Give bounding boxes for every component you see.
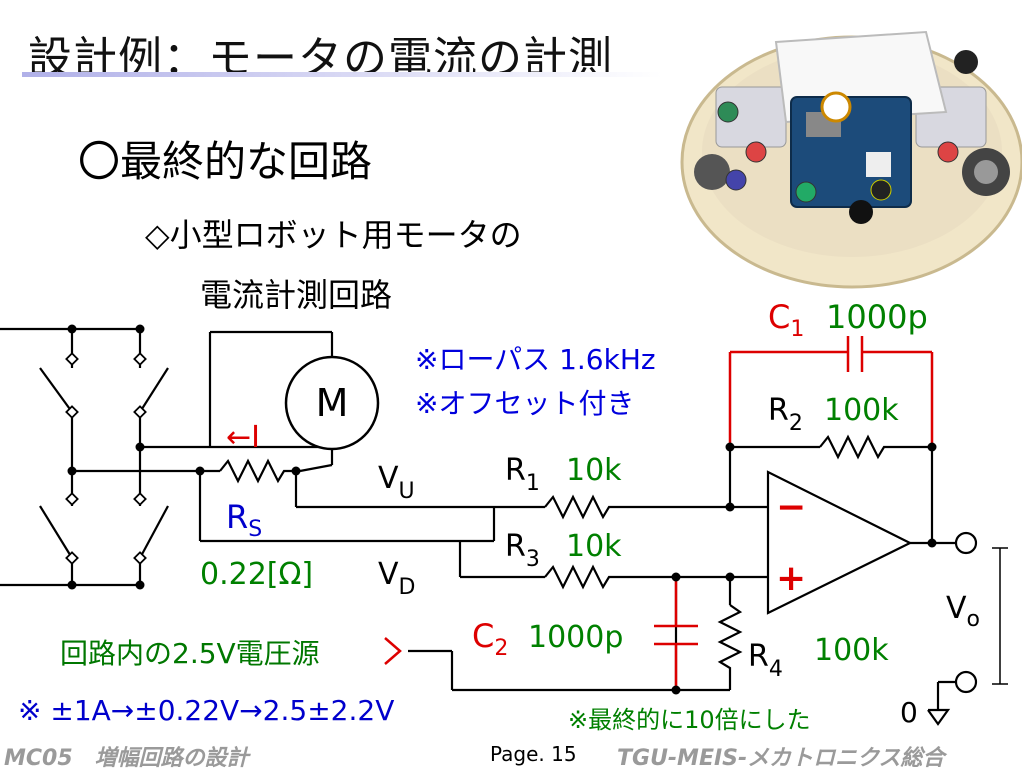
internal-source-label: 回路内の2.5V電圧源 <box>60 637 320 670</box>
junction-dots <box>67 324 937 695</box>
subheading-line-1: ◇小型ロボット用モータの <box>145 216 522 254</box>
footer-organization: TGU-MEIS-メカトロニクス総合 <box>617 746 945 771</box>
c2-value: 1000p <box>528 620 623 655</box>
ground-label: 0 <box>900 696 918 729</box>
switch-contacts <box>65 352 147 565</box>
current-label: ←I <box>226 420 260 455</box>
robot-photo <box>676 2 1022 294</box>
output-terminal-bottom <box>954 670 978 694</box>
opamp-plus: + <box>776 558 806 599</box>
vd-label: VD <box>378 557 415 600</box>
r1-value: 10k <box>566 453 622 488</box>
r1-label: R1 <box>505 453 540 496</box>
rs-value: 0.22[Ω] <box>200 557 313 592</box>
r4-value: 100k <box>814 633 889 668</box>
r3-label: R3 <box>505 529 540 572</box>
section-heading: 〇最終的な回路 <box>78 137 373 186</box>
opamp-minus: − <box>776 487 806 528</box>
c2-label: C2 <box>472 617 508 661</box>
footer-page-number: Page. 15 <box>490 742 577 766</box>
r2-value: 100k <box>824 393 899 428</box>
capacitors <box>384 336 934 690</box>
lowpass-note: ※ローパス 1.6kHz <box>415 343 656 376</box>
circuit-diagram: M ←I RS 0.22[Ω] VU VD R1 10k R3 10k C1 1… <box>0 300 1008 729</box>
final-gain-note: ※最終的に10倍にした <box>568 706 811 734</box>
subheading-line-2: 電流計測回路 <box>200 276 393 314</box>
rs-label: RS <box>226 498 262 542</box>
r2-label: R2 <box>768 393 803 436</box>
offset-note: ※オフセット付き <box>415 387 635 420</box>
vu-label: VU <box>378 461 415 504</box>
motor-label: M <box>316 381 349 425</box>
motor-symbol <box>284 355 380 451</box>
c1-value: 1000p <box>826 300 928 336</box>
conversion-note: ※ ±1A→±0.22V→2.5±2.2V <box>18 694 395 727</box>
vo-label: Vo <box>946 591 980 632</box>
r3-value: 10k <box>566 529 622 564</box>
r4-label: R4 <box>748 639 783 682</box>
vo-arrow <box>992 547 1008 685</box>
footer-course: MC05 増幅回路の設計 <box>4 746 249 771</box>
c1-label: C1 <box>768 300 804 342</box>
output-terminal-top <box>954 531 978 555</box>
title-underline <box>22 72 662 77</box>
